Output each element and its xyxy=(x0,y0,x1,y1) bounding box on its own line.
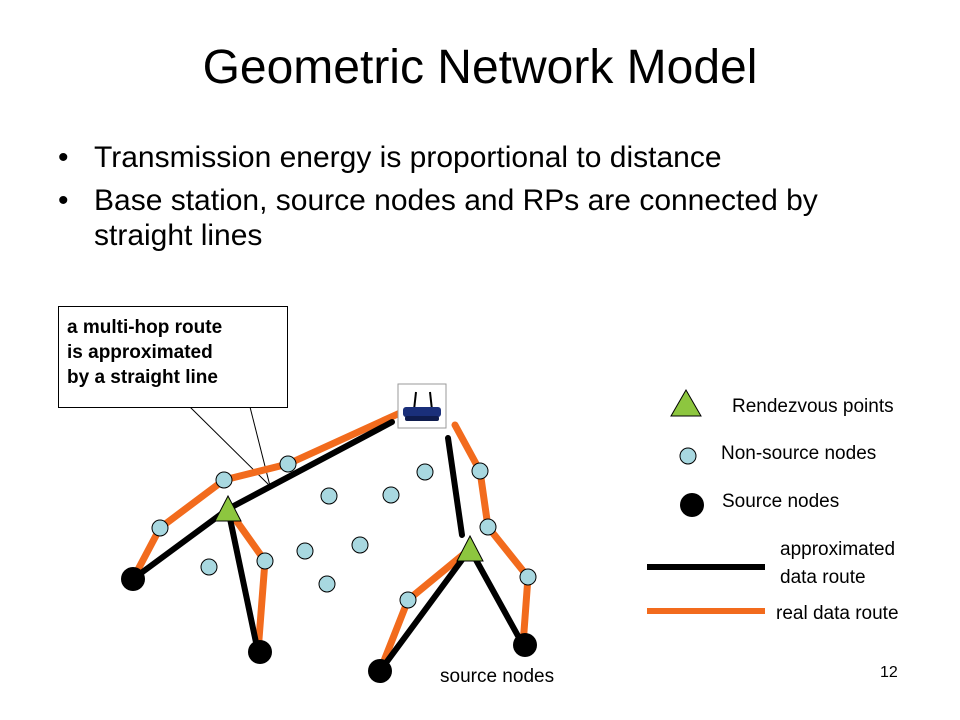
source-node xyxy=(513,633,537,657)
source-nodes xyxy=(121,567,537,683)
non-source-node xyxy=(519,568,537,586)
non-source-node xyxy=(256,552,274,570)
non-source-node xyxy=(351,536,369,554)
callout-line: a multi-hop route xyxy=(67,317,223,338)
legend-symbols xyxy=(647,388,765,614)
non-source-node xyxy=(296,542,314,560)
non-source-node xyxy=(200,558,218,576)
legend-approx-label-line2: data route xyxy=(780,567,866,588)
non-source-node xyxy=(399,591,417,609)
bullet-glyph: • xyxy=(58,184,69,217)
legend-rendezvous-icon xyxy=(670,388,702,417)
rendezvous-point xyxy=(214,494,242,522)
source-node xyxy=(248,640,272,664)
legend-source-label: Source nodes xyxy=(722,491,840,512)
source-node xyxy=(368,659,392,683)
bullet-item: • Transmission energy is proportional to… xyxy=(58,140,898,175)
legend-rendezvous-label: Rendezvous points xyxy=(732,396,894,417)
bullet-item: • Base station, source nodes and RPs are… xyxy=(58,183,898,253)
legend-real-label: real data route xyxy=(776,603,899,624)
source-node xyxy=(121,567,145,591)
approx-routes xyxy=(130,419,526,674)
legend-approx-label-line1: approximated xyxy=(780,539,896,560)
bullet-glyph: • xyxy=(58,141,69,174)
source-nodes-label: source nodes xyxy=(440,666,555,687)
wireless-router-icon xyxy=(397,383,447,429)
non-source-nodes xyxy=(151,455,537,609)
callout-line: is approximated xyxy=(67,342,213,363)
non-source-node xyxy=(318,575,336,593)
page-number: 12 xyxy=(880,664,898,681)
rendezvous-points xyxy=(214,494,484,562)
non-source-node xyxy=(151,519,169,537)
non-source-node xyxy=(416,463,434,481)
non-source-node xyxy=(471,462,489,480)
slide-title: Geometric Network Model xyxy=(202,41,758,94)
callout-line: by a straight line xyxy=(67,367,218,388)
legend-source-icon xyxy=(680,493,704,517)
bullet-text: Transmission energy is proportional to d… xyxy=(94,141,722,174)
non-source-node xyxy=(320,487,338,505)
callout-box: a multi-hop route is approximated by a s… xyxy=(58,306,288,408)
non-source-node xyxy=(215,471,233,489)
non-source-node xyxy=(382,486,400,504)
legend-non-source-icon xyxy=(679,447,697,465)
bullet-text: Base station, source nodes and RPs are c… xyxy=(94,184,818,252)
bullet-list: • Transmission energy is proportional to… xyxy=(58,140,898,261)
legend-non-source-label: Non-source nodes xyxy=(721,443,877,464)
non-source-node xyxy=(479,518,497,536)
rendezvous-point xyxy=(456,534,484,562)
non-source-node xyxy=(279,455,297,473)
